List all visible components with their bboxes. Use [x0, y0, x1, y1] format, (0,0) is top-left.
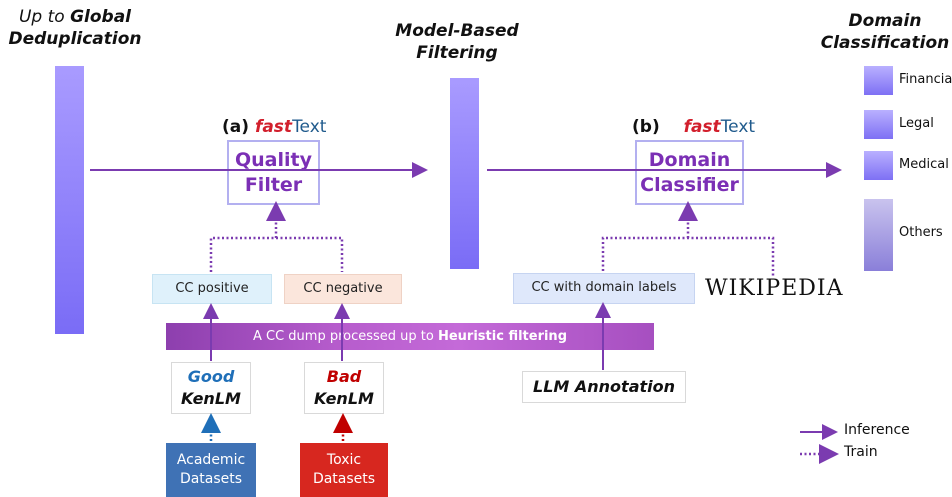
legend-marks — [800, 424, 839, 464]
fasttext-logo-fast: fast — [254, 117, 293, 137]
domain-classifier-box: Domain Classifier — [635, 140, 744, 205]
domain-label-medical: Medical — [899, 157, 949, 172]
toxic-datasets-line1: Toxic — [326, 452, 362, 468]
cc-dump-banner: A CC dump processed up to Heuristic filt… — [166, 323, 654, 350]
domain-classifier-tag: (b) — [632, 117, 660, 137]
toxic-datasets-box: Toxic Datasets — [300, 443, 388, 497]
stage-title-model-based: Model-Based Filtering — [392, 20, 522, 64]
train-link-domain — [601, 236, 775, 276]
stage-bar-global-dedup — [55, 66, 84, 334]
llm-annotation-box: LLM Annotation — [522, 371, 686, 403]
good-kenlm-model: KenLM — [181, 389, 241, 408]
wikipedia-logo: WIKIPEDIA — [705, 276, 844, 301]
stage-title-global-dedup: Up to Global Deduplication — [0, 6, 150, 50]
fasttext-logo-text: Text — [720, 117, 756, 137]
good-kenlm-box: Good KenLM — [171, 362, 251, 414]
good-kenlm-word: Good — [187, 367, 235, 386]
domain-square-legal — [864, 110, 893, 139]
bad-kenlm-word: Bad — [326, 367, 362, 386]
domain-square-others — [864, 199, 893, 271]
bad-kenlm-model: KenLM — [314, 389, 374, 408]
cc-positive-box: CC positive — [152, 274, 272, 304]
quality-filter-box: Quality Filter — [227, 140, 320, 205]
domain-label-others: Others — [899, 225, 943, 240]
stage-title-bold: Global — [70, 7, 132, 27]
stage-title-line1: Model-Based — [395, 21, 519, 41]
quality-filter-tag: (a) — [222, 117, 250, 137]
domain-square-medical — [864, 151, 893, 180]
cc-negative-box: CC negative — [284, 274, 402, 304]
stage-title-line1: Domain — [848, 11, 922, 31]
academic-datasets-line1: Academic — [176, 452, 246, 468]
domain-classifier-line1: Domain — [648, 148, 731, 171]
academic-datasets-box: Academic Datasets — [166, 443, 256, 497]
quality-filter-label: (a) fastText — [222, 116, 326, 138]
cc-domain-labels-box: CC with domain labels — [513, 273, 695, 304]
academic-datasets-line2: Datasets — [179, 471, 243, 487]
cc-dump-bold: Heuristic filtering — [437, 329, 567, 344]
domain-label-legal: Legal — [899, 116, 934, 131]
cc-dump-prefix: A CC dump processed up to — [252, 329, 438, 344]
fasttext-logo-fast: fast — [683, 117, 721, 137]
fasttext-logo-text: Text — [292, 117, 327, 137]
train-link-quality — [209, 236, 344, 272]
domain-square-financial — [864, 66, 893, 95]
stage-title-line2: Deduplication — [8, 29, 142, 49]
legend: Inference Train — [798, 422, 948, 472]
domain-classifier-label: (b) fastText — [632, 116, 755, 138]
quality-filter-line2: Filter — [244, 173, 303, 196]
domain-classifier-line2: Classifier — [640, 173, 739, 196]
domain-label-financial: Financial — [899, 72, 952, 87]
stage-title-line2: Filtering — [416, 43, 498, 63]
stage-bar-model-based — [450, 78, 479, 269]
legend-train: Train — [844, 444, 878, 460]
stage-title-domain-classification: Domain Classification — [820, 10, 950, 54]
toxic-datasets-line2: Datasets — [312, 471, 376, 487]
stage-title-line2: Classification — [820, 33, 950, 53]
quality-filter-line1: Quality — [235, 148, 312, 171]
legend-inference: Inference — [844, 422, 910, 438]
stage-title-prefix: Up to — [18, 7, 71, 27]
bad-kenlm-box: Bad KenLM — [304, 362, 384, 414]
